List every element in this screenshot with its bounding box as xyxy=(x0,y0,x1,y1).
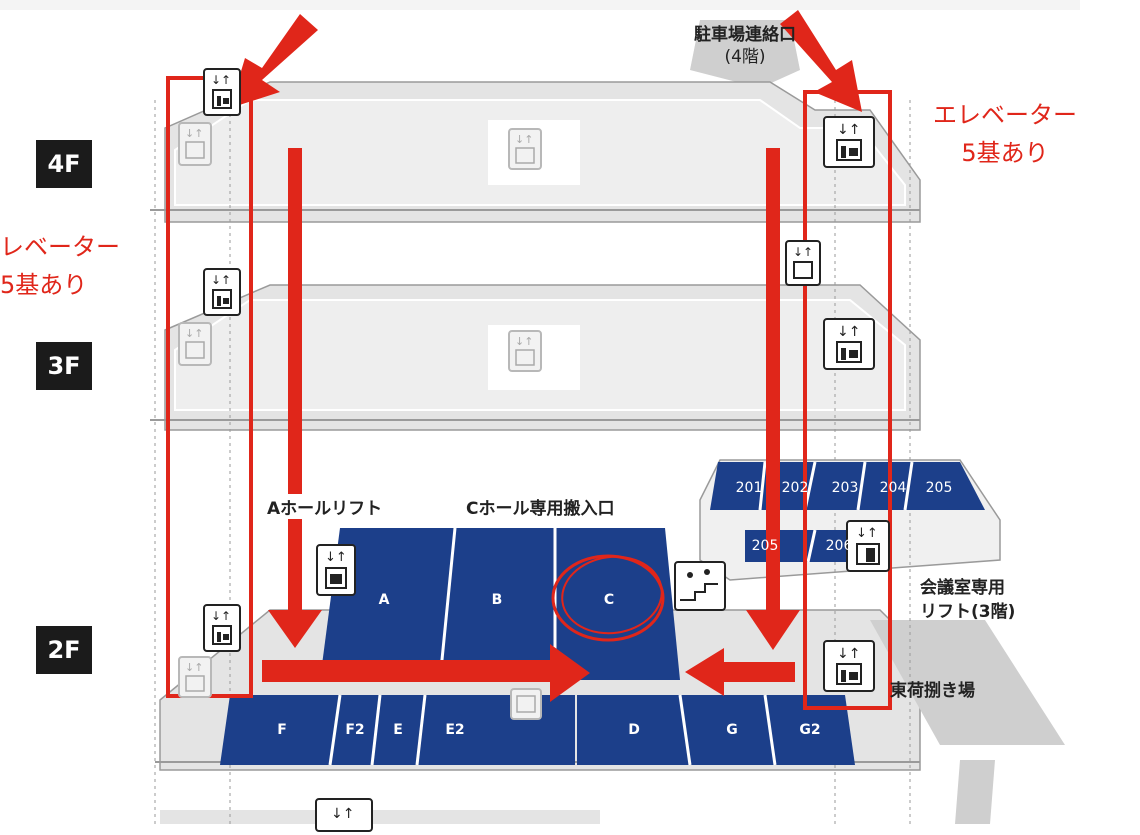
room-201-label: 201 xyxy=(735,480,763,496)
freight-elevator-icon: ↓↑ xyxy=(316,544,356,596)
elevator-icon: ↓↑ xyxy=(508,128,542,170)
floor-badge-3f: 3F xyxy=(36,342,92,390)
freight-elevator-icon: ↓↑ xyxy=(823,116,875,168)
hall-f-label: F xyxy=(277,722,287,738)
room-204-label: 204 xyxy=(879,480,907,496)
freight-elevator-icon: ↓↑ xyxy=(203,604,241,652)
svg-text:↓↑: ↓↑ xyxy=(856,526,878,541)
svg-text:↓↑: ↓↑ xyxy=(211,73,231,87)
hall-e-label: E xyxy=(393,722,403,738)
hall-g2-label: G2 xyxy=(799,722,821,738)
elevator-icon: ↓↑ xyxy=(315,798,373,832)
elevator-icon xyxy=(510,688,542,720)
svg-text:↓↑: ↓↑ xyxy=(211,273,231,287)
stairs-icon xyxy=(680,583,718,601)
svg-text:↓↑: ↓↑ xyxy=(185,661,203,674)
east-loading-area-label: 東荷捌き場 xyxy=(890,681,975,701)
meeting-room-lift-label: 会議室専用 リフト(3階) xyxy=(920,576,1015,624)
freight-elevator-icon: ↓↑ xyxy=(823,640,875,692)
floor-slab-4f xyxy=(150,81,921,223)
svg-text:↓↑: ↓↑ xyxy=(837,122,860,138)
hall-b-label: B xyxy=(491,592,503,608)
escalator-icon: ↓↑ xyxy=(178,656,212,698)
hall-c-label: C xyxy=(603,592,615,608)
svg-text:↓↑: ↓↑ xyxy=(211,609,231,623)
svg-text:↓↑: ↓↑ xyxy=(515,133,533,146)
elevator-note-right-line2: 5基あり xyxy=(961,139,1049,167)
escalator-icon: ↓↑ xyxy=(178,322,212,366)
freight-elevator-icon: ↓↑ xyxy=(846,520,890,572)
floor-badge-2f: 2F xyxy=(36,626,92,674)
freight-elevator-icon: ↓↑ xyxy=(823,318,875,370)
room-203-label: 203 xyxy=(831,480,859,496)
hall-e2-label: E2 xyxy=(445,722,465,738)
svg-text:↓↑: ↓↑ xyxy=(837,324,860,340)
freight-elevator-icon: ↓↑ xyxy=(785,240,821,286)
svg-text:↓↑: ↓↑ xyxy=(793,245,813,259)
room-205b-label: 205 xyxy=(751,538,779,554)
svg-text:↓↑: ↓↑ xyxy=(837,646,860,662)
svg-text:↓↑: ↓↑ xyxy=(185,327,203,340)
a-hall-lift-label: Aホールリフト xyxy=(267,494,383,519)
parking-ramp xyxy=(690,20,800,88)
hall-d-label: D xyxy=(628,722,640,738)
stairs-icon-frame xyxy=(674,561,726,611)
elevator-note-left-line1: レベーター xyxy=(0,233,120,261)
svg-text:↓↑: ↓↑ xyxy=(515,335,533,348)
meeting-room-lift-line1: 会議室専用 xyxy=(920,578,1005,598)
elevator-icon: ↓↑ xyxy=(203,68,241,116)
freight-elevator-icon: ↓↑ xyxy=(203,268,241,316)
hall-f2-label: F2 xyxy=(345,722,365,738)
elevator-note-left-line2: 5基あり xyxy=(0,271,88,299)
meeting-room-lift-line2: リフト(3階) xyxy=(920,602,1016,622)
parking-entrance-label: 駐車場連絡口 (4階) xyxy=(694,24,796,68)
hall-dividers xyxy=(328,461,914,766)
svg-text:↓↑: ↓↑ xyxy=(331,806,354,822)
elevator-icon: ↓↑ xyxy=(508,330,542,372)
escalator-icon: ↓↑ xyxy=(178,122,212,166)
hall-c-highlight xyxy=(551,554,665,642)
c-hall-entrance-label: Cホール専用搬入口 xyxy=(466,494,615,519)
room-206-label: 206 xyxy=(825,538,853,554)
elevator-note-right: エレベーター 5基あり xyxy=(915,96,1095,172)
hall-a-label: A xyxy=(378,592,390,608)
svg-text:↓↑: ↓↑ xyxy=(185,127,203,140)
top-strip xyxy=(0,0,1080,10)
elevator-note-left: レベーター 5基あり xyxy=(0,228,140,304)
svg-text:↓↑: ↓↑ xyxy=(325,550,347,565)
parking-entrance-line1: 駐車場連絡口 xyxy=(694,25,796,45)
elevator-note-right-line1: エレベーター xyxy=(933,101,1077,129)
room-205-label: 205 xyxy=(925,480,953,496)
hall-g-label: G xyxy=(726,722,738,738)
floor-badge-4f: 4F xyxy=(36,140,92,188)
parking-entrance-line2: (4階) xyxy=(724,47,766,67)
room-202-label: 202 xyxy=(781,480,809,496)
